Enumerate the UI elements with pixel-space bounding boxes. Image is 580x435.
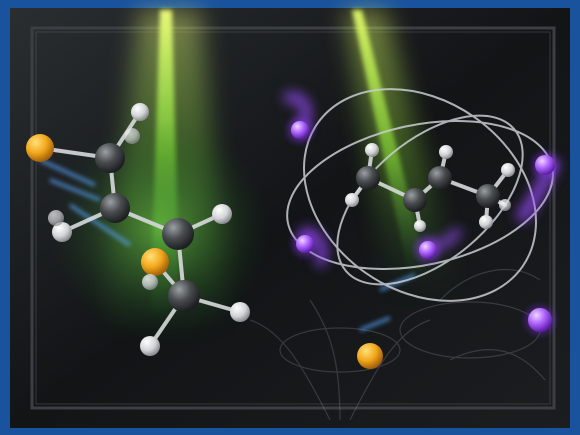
hydrogen-atom: [131, 103, 149, 121]
violet-particle: [296, 235, 314, 253]
hydrogen-atom: [52, 222, 72, 242]
hydrogen-atom: [414, 220, 426, 232]
right-molecule: [345, 143, 515, 232]
hydrogen-atom: [48, 210, 64, 226]
left-molecule: [26, 103, 250, 356]
hydrogen-atom: [365, 143, 379, 157]
beam-center-core: [352, 10, 430, 280]
carbon-atom: [476, 184, 500, 208]
hydrogen-atom: [230, 302, 250, 322]
hydrogen-atom: [142, 274, 158, 290]
violet-particle: [528, 308, 552, 332]
carbon-atom: [168, 280, 200, 312]
arrow-streaks: [39, 158, 416, 332]
hydrogen-atom: [124, 128, 140, 144]
green-haze: [50, 120, 270, 340]
carbon-atom: [162, 218, 194, 250]
orbit-ring: [336, 114, 524, 286]
hydrogen-atom: [501, 163, 515, 177]
hydrogen-atom: [212, 204, 232, 224]
orbit-ring: [303, 88, 537, 302]
light-beams: [50, 10, 460, 340]
carbon-atom: [100, 193, 130, 223]
hydrogen-atom: [140, 336, 160, 356]
inner-border-highlight: [35, 31, 551, 405]
violet-particle: [535, 155, 555, 175]
inner-border: [30, 26, 556, 410]
hydrogen-atom: [439, 145, 453, 159]
violet-particle: [419, 241, 437, 259]
carbon-atom: [403, 188, 427, 212]
sulfur-atom: [141, 248, 169, 276]
violet-particles: [282, 112, 563, 340]
carbon-atom: [95, 143, 125, 173]
violet-particle: [291, 121, 309, 139]
sulfur-atom: [26, 134, 54, 162]
hydrogen-atom: [499, 199, 511, 211]
carbon-atom: [356, 166, 380, 190]
sulfur-atom: [357, 343, 383, 369]
hydrogen-atom: [479, 215, 493, 229]
carbon-atom: [428, 166, 452, 190]
hydrogen-atom: [345, 193, 359, 207]
